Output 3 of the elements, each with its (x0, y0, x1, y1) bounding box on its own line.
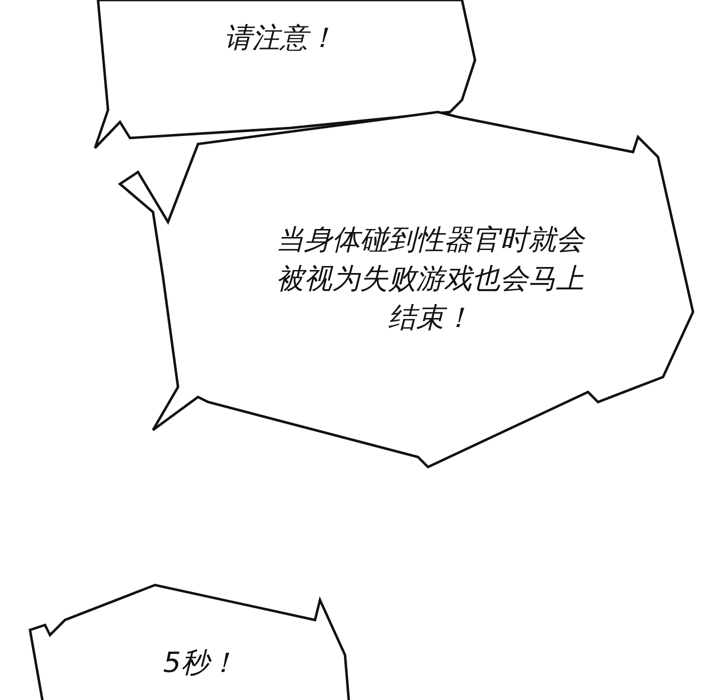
dialogue-text: 当身体碰到性器官时就会被视为失败游戏也会马上结束！ (275, 222, 586, 336)
dialogue-text: 请注意！ (223, 20, 337, 56)
dialogue-text: 5秒！ (162, 645, 238, 681)
